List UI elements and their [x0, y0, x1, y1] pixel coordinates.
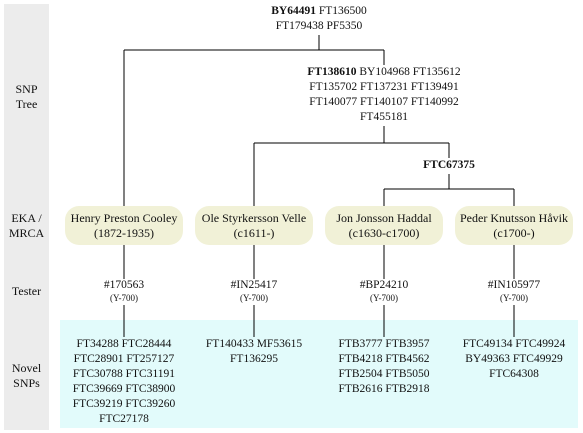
novel-snps-havik: FTC49134 FTC49924 BY49363 FTC49929 FTC64…	[462, 338, 566, 380]
ancestor-peder-knutsson-havik: Peder Knutsson Håvik(c1700-)	[455, 206, 573, 245]
tree-node-by64491: BY64491 FT136500 FT179438 PF5350	[271, 5, 367, 32]
ancestor-jon-jonsson-haddal: Jon Jonsson Haddal(c1630-c1700)	[325, 206, 443, 245]
novel-snps-cooley: FT34288 FTC28444 FTC28901 FT257127 FTC30…	[72, 338, 176, 425]
tester-bp24210: #BP24210(Y-700)	[324, 279, 444, 305]
ancestor-ole-styrkersson-velle: Ole Styrkersson Velle(c1611-)	[195, 206, 313, 245]
tester-in25417: #IN25417(Y-700)	[194, 279, 314, 305]
side-label-column	[4, 4, 49, 430]
label-eka-mrca: EKA /MRCA	[8, 211, 45, 240]
ancestor-henry-preston-cooley: Henry Preston Cooley(1872-1935)	[65, 206, 183, 245]
label-tester: Tester	[11, 284, 42, 298]
tree-node-ftc67375: FTC67375	[423, 159, 475, 171]
tree-node-ft138610: FT138610 BY104968 FT135612 FT135702 FT13…	[307, 66, 461, 123]
tester-in105977: #IN105977(Y-700)	[454, 279, 574, 305]
novel-snps-velle: FT140433 MF53615 FT136295	[205, 338, 303, 365]
novel-snps-band	[60, 320, 578, 428]
novel-snps-haddal: FTB3777 FTB3957 FTB4218 FTB4562 FTB2504 …	[338, 338, 430, 395]
tester-170563: #170563(Y-700)	[64, 279, 184, 305]
